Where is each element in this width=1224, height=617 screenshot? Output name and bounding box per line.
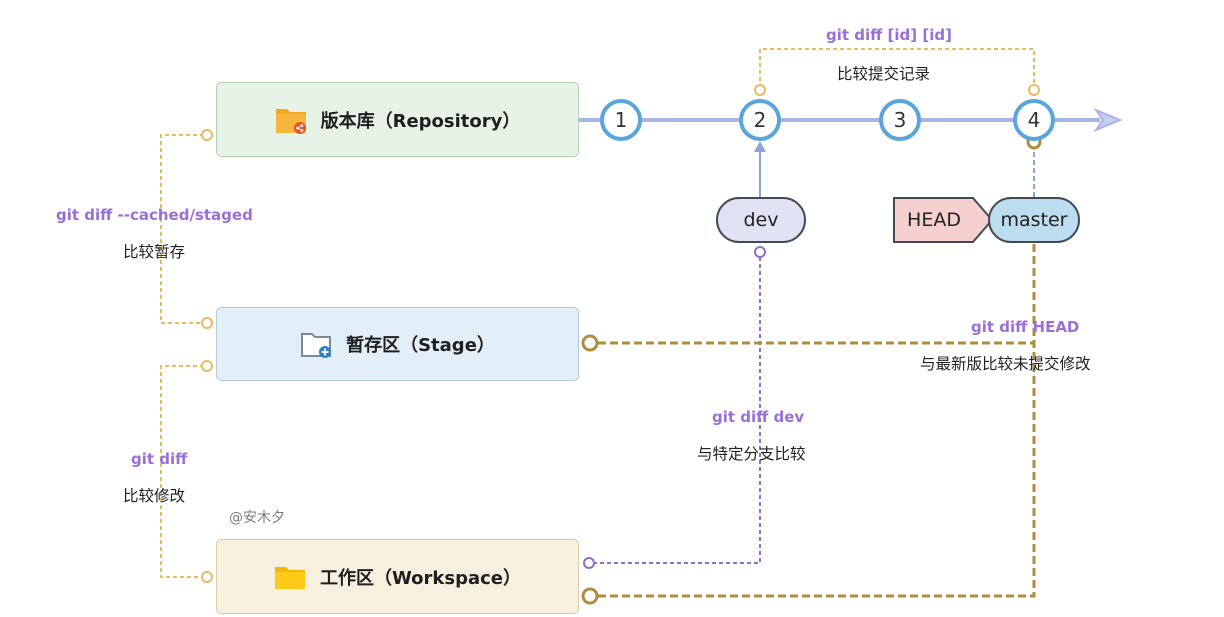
timeline-arrow	[1093, 107, 1123, 133]
cached-end-bottom	[201, 317, 213, 329]
plain-end-top	[201, 360, 213, 372]
cached-desc: 比较暂存	[123, 243, 186, 261]
repository-label: 版本库（Repository）	[320, 110, 521, 132]
dev-diff-connector	[594, 257, 761, 564]
cached-end-top	[201, 129, 213, 141]
repository-box: 版本库（Repository）	[216, 82, 579, 157]
head-flag-shape	[893, 197, 993, 243]
cached-command: git diff --cached/staged	[56, 206, 253, 224]
master-branch-pill: master	[988, 197, 1080, 243]
bracket-end-right	[1028, 84, 1040, 96]
commit-3-label: 3	[893, 108, 907, 132]
stage-label: 暂存区（Stage）	[346, 335, 495, 356]
commit-1-circle	[600, 99, 642, 141]
folder-share-icon	[275, 105, 307, 135]
compare-commits-command: git diff [id] [id]	[826, 26, 952, 44]
plain-diff-command: git diff	[131, 450, 188, 468]
cached-connector	[160, 134, 204, 324]
dev-diff-command: git diff dev	[712, 408, 805, 426]
folder-icon	[274, 562, 306, 592]
compare-commits-bracket	[759, 48, 1035, 88]
head-diff-command: git diff HEAD	[971, 318, 1080, 336]
commit-1-label: 1	[614, 108, 628, 132]
head-diff-end-stage	[581, 334, 599, 352]
commit-4-circle	[1013, 99, 1055, 141]
dev-diff-end-top	[754, 246, 766, 258]
commit-4-label: 4	[1027, 108, 1041, 132]
workspace-label: 工作区（Workspace）	[319, 567, 522, 589]
head-diff-connector	[598, 244, 1036, 598]
head-diff-desc: 与最新版比较未提交修改	[920, 355, 1091, 373]
dev-pointer-arrow	[754, 141, 766, 152]
stage-box: 暂存区（Stage）	[216, 307, 579, 381]
commit-3-circle	[879, 99, 921, 141]
commit-2-circle	[739, 99, 781, 141]
head-diff-end-work	[581, 587, 599, 605]
plain-end-bottom	[201, 571, 213, 583]
folder-add-icon	[300, 329, 332, 359]
author-watermark: @安木夕	[229, 510, 285, 526]
dev-diff-end-bottom	[583, 557, 595, 569]
bracket-end-left	[754, 84, 766, 96]
plain-diff-desc: 比较修改	[123, 487, 186, 505]
plain-diff-connector	[160, 365, 204, 578]
compare-commits-desc: 比较提交记录	[837, 65, 931, 83]
workspace-box: 工作区（Workspace）	[216, 539, 579, 614]
head-label: HEAD	[907, 209, 961, 231]
dev-diff-desc: 与特定分支比较	[697, 445, 806, 463]
dev-branch-pill: dev	[716, 197, 806, 243]
commit-2-label: 2	[753, 108, 767, 132]
